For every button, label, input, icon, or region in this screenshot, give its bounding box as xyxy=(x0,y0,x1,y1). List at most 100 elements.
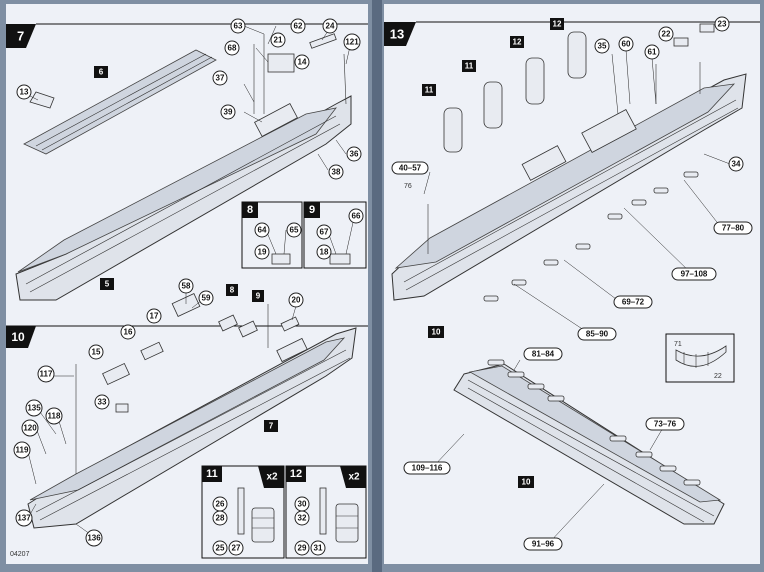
svg-text:73–76: 73–76 xyxy=(654,420,677,429)
svg-text:7: 7 xyxy=(17,29,24,44)
svg-text:97–108: 97–108 xyxy=(681,270,708,279)
callout-81-84: 81–84 xyxy=(523,347,563,361)
svg-text:8: 8 xyxy=(230,286,235,295)
svg-text:69–72: 69–72 xyxy=(622,298,645,307)
svg-text:67: 67 xyxy=(320,228,329,237)
svg-text:118: 118 xyxy=(48,412,61,421)
svg-text:17: 17 xyxy=(150,312,159,321)
step7-leaders xyxy=(25,25,352,171)
part-33 xyxy=(115,403,129,413)
callout-137: 137 xyxy=(15,509,33,527)
svg-text:40–57: 40–57 xyxy=(399,164,422,173)
callout-31: 31 xyxy=(310,540,326,556)
flag-9: 9 xyxy=(252,290,264,302)
flag-5: 5 xyxy=(100,278,114,290)
svg-text:12: 12 xyxy=(553,20,562,29)
step13-leaders xyxy=(423,49,731,335)
callout-85-90: 85–90 xyxy=(577,327,617,341)
callout-18: 18 xyxy=(316,244,332,260)
svg-text:7: 7 xyxy=(269,422,274,431)
callout-13: 13 xyxy=(16,84,32,100)
callout-64: 64 xyxy=(254,222,270,238)
svg-text:24: 24 xyxy=(326,22,335,31)
callout-69-72: 69–72 xyxy=(613,295,653,309)
part-20 xyxy=(280,316,300,332)
callout-16: 16 xyxy=(120,324,136,340)
inset-label-22: 22 xyxy=(714,373,722,380)
svg-text:33: 33 xyxy=(98,398,107,407)
callout-67: 67 xyxy=(316,224,332,240)
svg-text:10: 10 xyxy=(11,330,25,344)
svg-text:16: 16 xyxy=(124,328,133,337)
svg-text:61: 61 xyxy=(648,48,657,57)
svg-text:77–80: 77–80 xyxy=(722,224,745,233)
callout-21: 21 xyxy=(270,32,286,48)
callout-34: 34 xyxy=(728,156,744,172)
callout-58: 58 xyxy=(178,278,194,294)
step-12-badge: 12 xyxy=(286,466,306,482)
svg-text:23: 23 xyxy=(718,20,727,29)
step-12-multiplier: x2 xyxy=(340,466,366,488)
left-page-drawing: 7 6 xyxy=(6,18,368,559)
callout-117: 117 xyxy=(37,365,55,383)
svg-text:60: 60 xyxy=(622,40,631,49)
callout-27: 27 xyxy=(228,540,244,556)
callout-29: 29 xyxy=(294,540,310,556)
step-10-badge: 10 xyxy=(6,326,36,348)
part-8 xyxy=(218,314,238,332)
svg-text:27: 27 xyxy=(232,544,241,553)
callout-91-96: 91–96 xyxy=(523,537,563,551)
flag-8: 8 xyxy=(226,284,238,296)
flag-6: 6 xyxy=(94,66,108,78)
callout-25: 25 xyxy=(212,540,228,556)
callout-22: 22 xyxy=(658,26,674,42)
callout-121: 121 xyxy=(343,33,361,51)
hull-step7 xyxy=(15,33,352,301)
step-13-badge: 13 xyxy=(384,22,416,46)
callout-136: 136 xyxy=(85,529,103,547)
callout-37: 37 xyxy=(212,70,228,86)
svg-text:20: 20 xyxy=(292,296,301,305)
callout-62: 62 xyxy=(290,18,306,34)
step-7-badge: 7 xyxy=(6,24,36,48)
svg-text:11: 11 xyxy=(465,62,474,71)
svg-text:120: 120 xyxy=(23,424,37,433)
svg-text:59: 59 xyxy=(202,294,211,303)
davit-pair-12 xyxy=(319,487,359,543)
callout-24: 24 xyxy=(322,18,338,34)
svg-text:81–84: 81–84 xyxy=(532,350,555,359)
callout-65: 65 xyxy=(286,222,302,238)
davit-pair-11 xyxy=(237,487,275,543)
svg-text:14: 14 xyxy=(298,58,307,67)
svg-text:34: 34 xyxy=(732,160,741,169)
svg-text:135: 135 xyxy=(27,404,41,413)
svg-text:137: 137 xyxy=(17,514,31,523)
svg-text:37: 37 xyxy=(216,74,225,83)
svg-text:12: 12 xyxy=(290,468,302,480)
part-13 xyxy=(29,91,55,109)
svg-text:35: 35 xyxy=(598,42,607,51)
svg-text:68: 68 xyxy=(228,44,237,53)
svg-text:19: 19 xyxy=(258,248,267,257)
left-page: 7 6 xyxy=(6,4,368,564)
callout-59: 59 xyxy=(198,290,214,306)
callout-68: 68 xyxy=(224,40,240,56)
svg-text:x2: x2 xyxy=(266,472,278,483)
callout-63: 63 xyxy=(230,18,246,34)
svg-text:10: 10 xyxy=(522,478,531,487)
flag-7: 7 xyxy=(264,420,278,432)
step-11-badge: 11 xyxy=(202,466,222,482)
svg-text:136: 136 xyxy=(87,534,101,543)
callout-119: 119 xyxy=(13,441,31,459)
svg-text:38: 38 xyxy=(332,168,341,177)
callout-61: 61 xyxy=(644,44,660,60)
part-17 xyxy=(171,293,201,317)
lifeboat-detail xyxy=(675,345,727,368)
page-code: 04207 xyxy=(10,551,30,558)
svg-text:12: 12 xyxy=(513,38,522,47)
svg-text:21: 21 xyxy=(274,36,283,45)
callout-28: 28 xyxy=(212,510,228,526)
svg-text:28: 28 xyxy=(216,514,225,523)
callout-26: 26 xyxy=(212,496,228,512)
svg-text:117: 117 xyxy=(40,370,53,379)
